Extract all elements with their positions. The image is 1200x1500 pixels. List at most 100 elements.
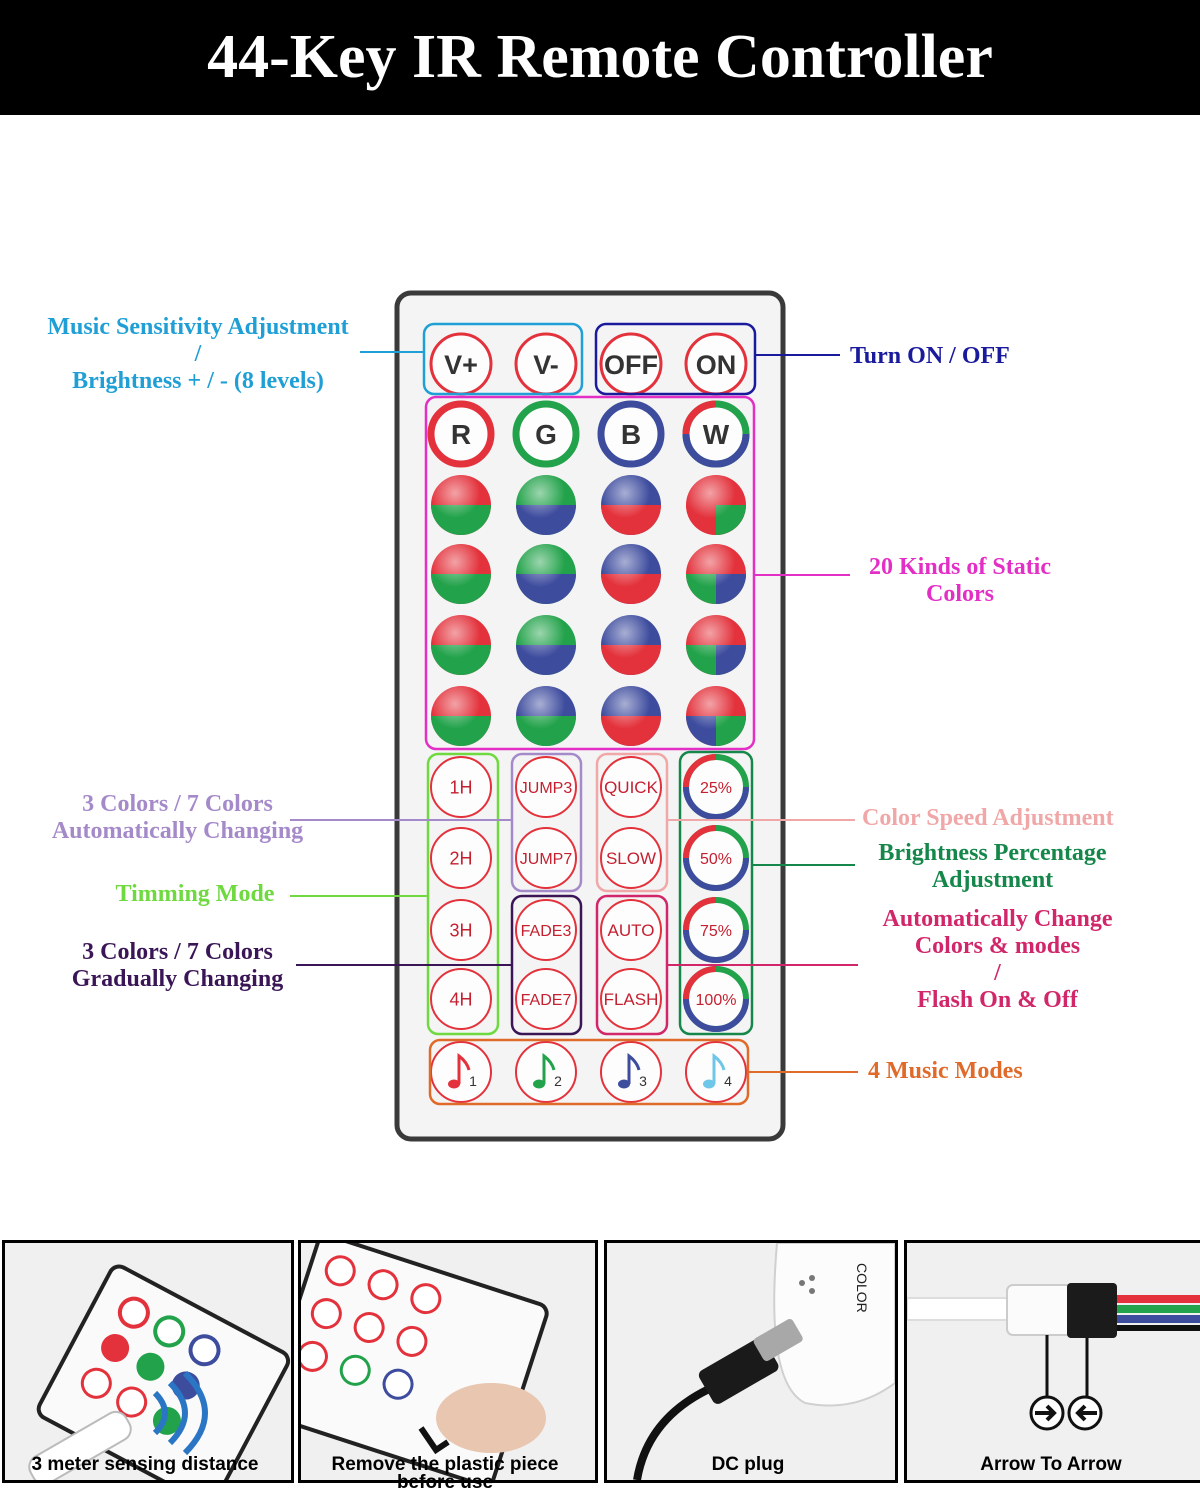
panel-remove-plastic xyxy=(298,1240,598,1483)
label-timing-mode: Timming Mode xyxy=(115,881,275,907)
label-static-colors: 20 Kinds of Static Colors xyxy=(868,554,1051,607)
static-color-button[interactable] xyxy=(601,544,661,604)
title-banner xyxy=(0,0,1200,115)
svg-text:ON: ON xyxy=(696,350,737,380)
volume-up-button[interactable]: V+ xyxy=(429,332,493,396)
group-box-brightness xyxy=(678,750,754,1036)
brightness-button-100[interactable]: 100% xyxy=(683,966,749,1032)
panel-illustration xyxy=(5,1243,291,1480)
label-fade-changing: 3 Colors / 7 Colors Gradually Changing xyxy=(71,939,284,992)
jump3-button[interactable]: JUMP3 xyxy=(515,756,577,818)
static-color-button[interactable] xyxy=(516,615,576,675)
static-color-button[interactable] xyxy=(686,615,746,675)
music-mode-button-4[interactable]: 4 xyxy=(685,1041,747,1103)
svg-text:1H: 1H xyxy=(449,777,472,797)
svg-text:W: W xyxy=(703,419,730,450)
color-button-r[interactable]: R xyxy=(427,400,495,468)
svg-text:G: G xyxy=(535,419,557,450)
label-jump-changing: 3 Colors / 7 Colors Automatically Changi… xyxy=(51,791,304,844)
timer-button-4h[interactable]: 4H xyxy=(430,968,492,1030)
static-color-button[interactable] xyxy=(686,686,746,746)
timer-button-1h[interactable]: 1H xyxy=(430,756,492,818)
quick-button[interactable]: QUICK xyxy=(600,756,662,818)
group-box-power xyxy=(594,322,757,396)
fade3-button[interactable]: FADE3 xyxy=(515,899,577,961)
music-mode-button-3[interactable]: 3 xyxy=(600,1041,662,1103)
volume-down-button[interactable]: V- xyxy=(514,332,578,396)
static-color-button[interactable] xyxy=(431,475,491,535)
panel-illustration xyxy=(907,1243,1200,1480)
brightness-button-50[interactable]: 50% xyxy=(683,825,749,891)
flash-button[interactable]: FLASH xyxy=(600,968,662,1030)
on-button[interactable]: ON xyxy=(684,332,748,396)
label-turn-on-off: Turn ON / OFF xyxy=(850,343,1010,369)
static-color-button[interactable] xyxy=(516,686,576,746)
label-color-speed: Color Speed Adjustment xyxy=(862,805,1114,831)
svg-text:B: B xyxy=(621,419,641,450)
label-music-modes: 4 Music Modes xyxy=(868,1058,1023,1084)
music-mode-button-2[interactable]: 2 xyxy=(515,1041,577,1103)
static-color-button[interactable] xyxy=(431,544,491,604)
static-color-button[interactable] xyxy=(601,615,661,675)
slow-button[interactable]: SLOW xyxy=(600,827,662,889)
static-color-button[interactable] xyxy=(516,544,576,604)
svg-text:FLASH: FLASH xyxy=(604,990,659,1009)
svg-text:75%: 75% xyxy=(700,923,732,940)
label-brightness-percentage: Brightness Percentage Adjustment xyxy=(878,840,1107,893)
svg-text:SLOW: SLOW xyxy=(606,849,656,868)
panel-dc-plug: COLOR xyxy=(604,1240,898,1483)
group-box-speed xyxy=(595,752,669,893)
svg-text:FADE7: FADE7 xyxy=(521,992,572,1009)
remote-diagram: V+ V- OFF ON R G B W 1H 2H 3H 4H JUMP3JUMP7FADE3FADE… xyxy=(290,290,858,1142)
svg-text:QUICK: QUICK xyxy=(604,778,659,797)
caption-remove-plastic: Remove the plastic piece before use xyxy=(331,1454,559,1493)
jump7-button[interactable]: JUMP7 xyxy=(515,827,577,889)
page-title: 44-Key IR Remote Controller xyxy=(207,23,993,91)
group-box-jump xyxy=(510,752,583,893)
panel-illustration xyxy=(301,1243,595,1480)
static-color-button[interactable] xyxy=(516,475,576,535)
brightness-button-75[interactable]: 75% xyxy=(683,897,749,963)
music-mode-button-1[interactable]: 1 xyxy=(430,1041,492,1103)
caption-arrow-to-arrow: Arrow To Arrow xyxy=(980,1454,1122,1475)
svg-text:3H: 3H xyxy=(449,920,472,940)
static-color-button[interactable] xyxy=(431,686,491,746)
static-color-button[interactable] xyxy=(686,475,746,535)
label-auto-flash: Automatically Change Colors & modes / Fl… xyxy=(882,906,1113,1013)
svg-text:V-: V- xyxy=(533,350,559,380)
svg-text:100%: 100% xyxy=(696,992,737,1009)
static-color-button[interactable] xyxy=(686,544,746,604)
color-button-b[interactable]: B xyxy=(597,400,665,468)
connector-label: COLOR xyxy=(854,1263,870,1313)
svg-text:2: 2 xyxy=(554,1073,562,1089)
color-button-w[interactable]: W xyxy=(682,400,750,468)
svg-text:JUMP7: JUMP7 xyxy=(520,851,573,868)
static-color-button[interactable] xyxy=(601,475,661,535)
svg-text:4H: 4H xyxy=(449,989,472,1009)
brightness-button-25[interactable]: 25% xyxy=(683,754,749,820)
svg-text:2H: 2H xyxy=(449,848,472,868)
caption-sensing-distance: 3 meter sensing distance xyxy=(31,1454,259,1475)
svg-text:R: R xyxy=(451,419,471,450)
timer-button-2h[interactable]: 2H xyxy=(430,827,492,889)
group-box-timer xyxy=(426,752,500,1036)
color-button-g[interactable]: G xyxy=(512,400,580,468)
fade7-button[interactable]: FADE7 xyxy=(515,968,577,1030)
svg-text:FADE3: FADE3 xyxy=(521,923,572,940)
static-color-button[interactable] xyxy=(431,615,491,675)
panel-sensing-distance xyxy=(2,1240,294,1483)
static-color-button[interactable] xyxy=(601,686,661,746)
svg-text:25%: 25% xyxy=(700,780,732,797)
svg-text:50%: 50% xyxy=(700,851,732,868)
off-button[interactable]: OFF xyxy=(599,332,663,396)
caption-dc-plug: DC plug xyxy=(711,1454,785,1475)
svg-text:AUTO: AUTO xyxy=(608,921,655,940)
label-music-sensitivity: Music Sensitivity Adjustment / Brightnes… xyxy=(47,314,349,394)
timer-button-3h[interactable]: 3H xyxy=(430,899,492,961)
svg-text:1: 1 xyxy=(469,1073,477,1089)
group-box-static-colors xyxy=(424,395,756,751)
auto-button[interactable]: AUTO xyxy=(600,899,662,961)
svg-text:4: 4 xyxy=(724,1073,732,1089)
svg-text:V+: V+ xyxy=(444,350,478,380)
panel-illustration: COLOR xyxy=(607,1243,895,1480)
